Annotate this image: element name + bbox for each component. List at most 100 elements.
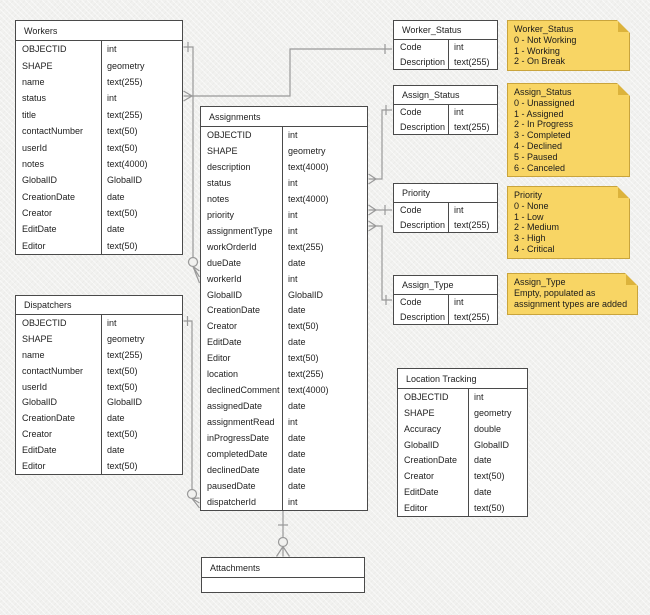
note-line: 3 - Completed	[514, 130, 571, 141]
connector-assignments-attachments[interactable]	[275, 511, 291, 557]
connector-workers-assignments[interactable]	[183, 42, 201, 284]
field-type: int	[282, 206, 367, 223]
field-name: name	[22, 349, 45, 360]
crow-foot-icon	[183, 90, 193, 102]
connector-dispatchers-assignments[interactable]	[183, 316, 200, 509]
field-name: SHAPE	[207, 145, 238, 156]
field-name: GlobalID	[207, 289, 243, 300]
field-type: double	[468, 420, 527, 437]
field-type: date	[282, 477, 367, 494]
connector-line	[183, 320, 193, 490]
connector-priority-assignments[interactable]	[368, 204, 393, 216]
field-type: int	[282, 174, 367, 191]
connector-assign-status-assignments[interactable]	[368, 105, 393, 185]
entity-table-attachments[interactable]: Attachments	[201, 557, 365, 593]
connector-worker-status-workers[interactable]	[183, 44, 393, 102]
note-line: 4 - Critical	[514, 243, 555, 254]
field-name: Description	[400, 311, 446, 322]
note-line: assignment types are added	[514, 298, 628, 309]
field-name: inProgressDate	[207, 433, 270, 444]
field-name: CreationDate	[207, 305, 261, 316]
note-line: 4 - Declined	[514, 140, 563, 151]
field-name: Accuracy	[404, 423, 442, 434]
note-line: 3 - High	[514, 233, 546, 244]
note-title: Assign_Type	[514, 277, 566, 287]
connector-line	[376, 225, 392, 301]
field-type: int	[101, 41, 182, 58]
note-line: 5 - Paused	[514, 151, 558, 162]
field-type: int	[101, 90, 182, 107]
field-name: OBJECTID	[22, 317, 67, 328]
field-type: date	[282, 462, 367, 478]
field-type: text(255)	[448, 119, 497, 134]
field-type: text(255)	[101, 73, 182, 91]
field-name: location	[207, 369, 239, 380]
crow-foot-icon	[368, 204, 377, 216]
table-title: Location Tracking	[398, 369, 527, 389]
field-name: Code	[400, 42, 422, 53]
field-name: GlobalID	[22, 175, 58, 186]
zero-circle-icon	[186, 488, 198, 500]
field-name: userId	[22, 142, 48, 153]
connector-assign-type-assignments[interactable]	[368, 220, 393, 305]
field-name: notes	[207, 193, 230, 204]
crow-foot-icon	[191, 497, 200, 509]
note-line: 2 - In Progress	[514, 119, 574, 130]
field-name: Description	[400, 56, 446, 67]
field-type: date	[101, 188, 182, 205]
field-type: date	[468, 452, 527, 469]
field-type: geometry	[282, 142, 367, 159]
field-type: date	[282, 254, 367, 271]
field-type: int	[101, 315, 182, 331]
field-name: dispatcherId	[207, 496, 257, 507]
note-line: 6 - Canceled	[514, 162, 566, 173]
table-title: Worker_Status	[394, 21, 497, 40]
field-name: GlobalID	[22, 397, 58, 408]
crow-foot-icon	[275, 546, 291, 557]
